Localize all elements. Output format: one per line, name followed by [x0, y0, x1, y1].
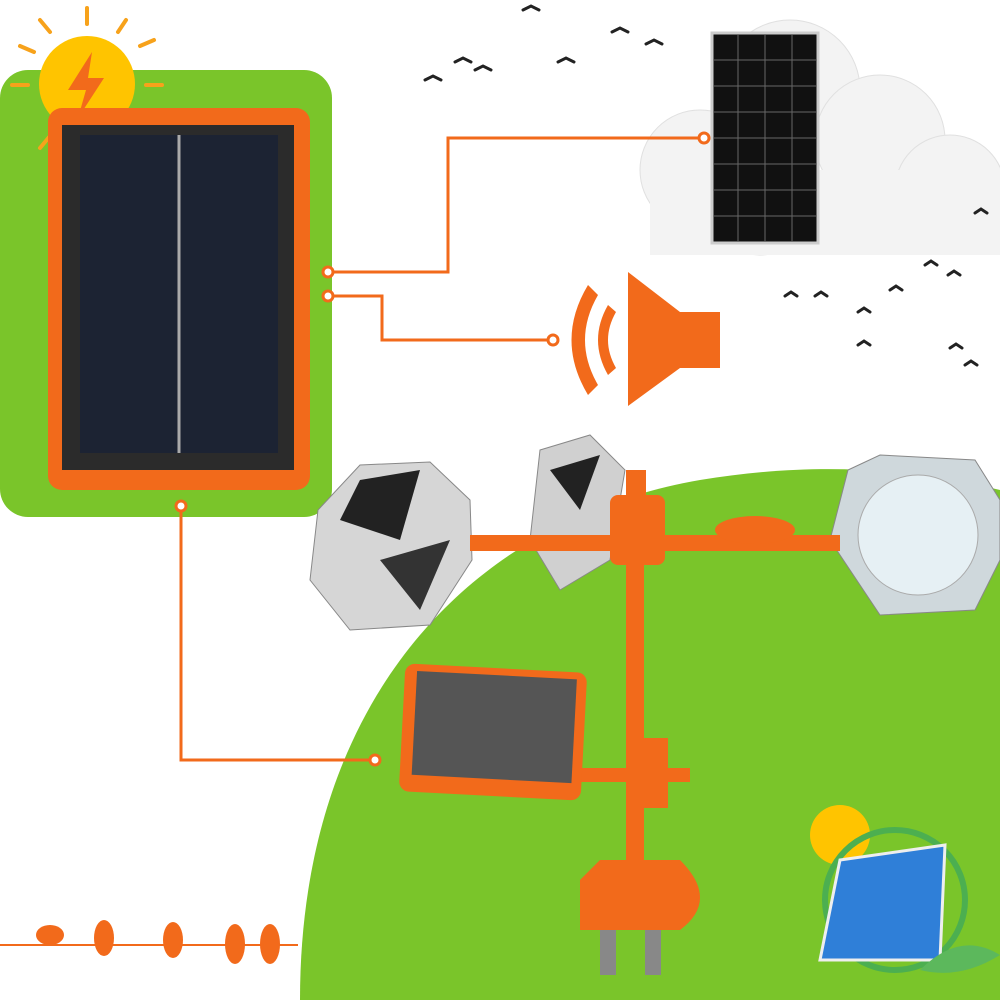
main-solar-panel — [48, 108, 310, 490]
bird-icon — [423, 4, 989, 367]
solar-panel-icon — [710, 31, 820, 245]
bird-repeller-device — [309, 434, 1000, 975]
solar-badge-icon — [810, 805, 1000, 973]
green-hill-background — [300, 469, 1000, 1000]
speaker-icon — [571, 272, 720, 406]
birds-on-wire — [0, 920, 298, 964]
connector-lines — [174, 131, 711, 767]
